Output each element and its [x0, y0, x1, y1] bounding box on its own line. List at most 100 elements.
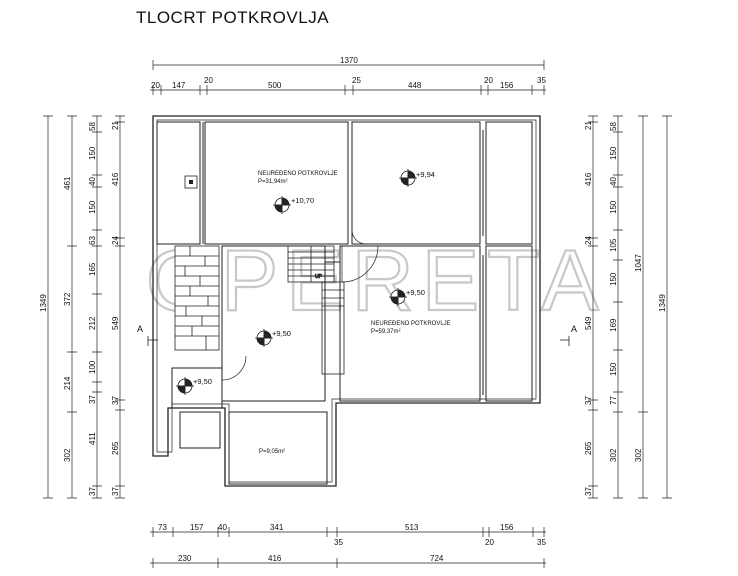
door-swings [221, 229, 379, 381]
dim-label: 37 [111, 396, 120, 405]
level-markers [176, 169, 417, 395]
inner-walls [156, 121, 533, 485]
dim-label: 35 [537, 538, 546, 547]
dim-label: 214 [63, 376, 72, 390]
watermark: OPERETA [146, 233, 607, 329]
dim-label: 157 [190, 523, 204, 532]
dim-label: 156 [500, 523, 514, 532]
staircase: UP [287, 245, 345, 375]
dim-label: 21 [584, 121, 593, 130]
section-mark: A [571, 324, 577, 334]
dim-label: 73 [158, 523, 167, 532]
dim-label: 100 [88, 360, 97, 374]
section-marks [147, 336, 570, 346]
dim-label: 35 [334, 538, 343, 547]
dim-label: 230 [178, 554, 192, 563]
level-value: +9,50 [272, 329, 291, 338]
dim-label: 58 [88, 122, 97, 131]
dim-label: 169 [609, 318, 618, 332]
dim-label: 20 [151, 81, 160, 90]
dim-label: 1349 [39, 294, 48, 312]
dim-label: 37 [88, 395, 97, 404]
level-marker-icon [399, 169, 417, 187]
level-marker-icon [255, 329, 273, 347]
right-lower-room [485, 245, 533, 402]
dim-label: 416 [268, 554, 282, 563]
level-marker-icon [176, 377, 194, 395]
dim-label: 302 [634, 448, 643, 462]
dim-label: 1370 [340, 56, 358, 65]
dim-label: 21 [111, 121, 120, 130]
dim-label: 20 [204, 76, 213, 85]
dim-label: 150 [609, 146, 618, 160]
dim-label: 40 [88, 177, 97, 186]
dim-label: 265 [111, 441, 120, 455]
dim-label: 212 [88, 316, 97, 330]
dim-label: 25 [352, 76, 361, 85]
level-value: +9,50 [193, 377, 212, 386]
level-value: +9,94 [416, 170, 435, 179]
dim-label: 24 [111, 236, 120, 245]
dim-label: 156 [500, 81, 514, 90]
dimensions: 1370 20 147 20 500 25 448 20 156 35 73 1… [39, 56, 672, 568]
room-area: P=59,37m² [371, 329, 401, 335]
room-9 [228, 411, 328, 485]
dim-label: 24 [584, 236, 593, 245]
dim-label: 265 [584, 441, 593, 455]
room-area: P=9,05m² [259, 449, 285, 455]
dim-label: 302 [609, 448, 618, 462]
dim-label: 549 [584, 316, 593, 330]
dim-label: 58 [609, 122, 618, 131]
dim-label: 37 [88, 487, 97, 496]
drawing-title: TLOCRT POTKROVLJA [136, 8, 330, 27]
dim-label: 513 [405, 523, 419, 532]
small-room [171, 367, 223, 409]
room-labels: NEUREĐENO POTKROVLJE P=31,94m² NEUREĐENO… [258, 171, 451, 455]
dim-label: 77 [609, 396, 618, 405]
dim-label: 40 [609, 177, 618, 186]
level-marker-icon [389, 288, 407, 306]
dim-label: 1047 [634, 254, 643, 272]
dim-label: 40 [218, 523, 227, 532]
level-value: +10,70 [291, 196, 314, 205]
level-marker-icon [273, 196, 291, 214]
level-value: +9,50 [406, 288, 425, 297]
dim-label: 20 [485, 538, 494, 547]
dim-label: 147 [172, 81, 186, 90]
level-values: +10,70 +9,94 +9,50 +9,50 +9,50 [193, 170, 435, 386]
dim-label: 448 [408, 81, 422, 90]
dim-label: 1349 [658, 294, 667, 312]
dim-label: 500 [268, 81, 282, 90]
dim-label: 37 [584, 487, 593, 496]
dim-label: 105 [609, 238, 618, 252]
section-mark: A [137, 324, 143, 334]
dim-label: 20 [484, 76, 493, 85]
dim-label: 461 [63, 176, 72, 190]
dim-label: 37 [584, 396, 593, 405]
dim-label: 63 [88, 236, 97, 245]
dim-label: 150 [609, 362, 618, 376]
dim-label: 341 [270, 523, 284, 532]
stair-label: UP [315, 274, 323, 280]
closet [179, 411, 221, 449]
dim-label: 150 [609, 200, 618, 214]
room-name: NEUREĐENO POTKROVLJE [258, 171, 338, 177]
dim-label: 416 [111, 172, 120, 186]
dim-label: 150 [88, 200, 97, 214]
dim-label: 35 [537, 76, 546, 85]
dim-label: 724 [430, 554, 444, 563]
dim-label: 372 [63, 292, 72, 306]
room-area: P=31,94m² [258, 179, 288, 185]
dim-label: 150 [609, 272, 618, 286]
chimney-stones [174, 245, 220, 351]
dim-label: 37 [111, 487, 120, 496]
dim-label: 302 [63, 448, 72, 462]
dim-label: 411 [88, 432, 97, 445]
attic-room-31 [204, 121, 349, 245]
dim-label: 165 [88, 262, 97, 276]
dim-label: 416 [584, 172, 593, 186]
dim-label: 549 [111, 316, 120, 330]
attic-room-upper-right [351, 121, 481, 245]
room-name: NEUREĐENO POTKROVLJE [371, 321, 451, 327]
